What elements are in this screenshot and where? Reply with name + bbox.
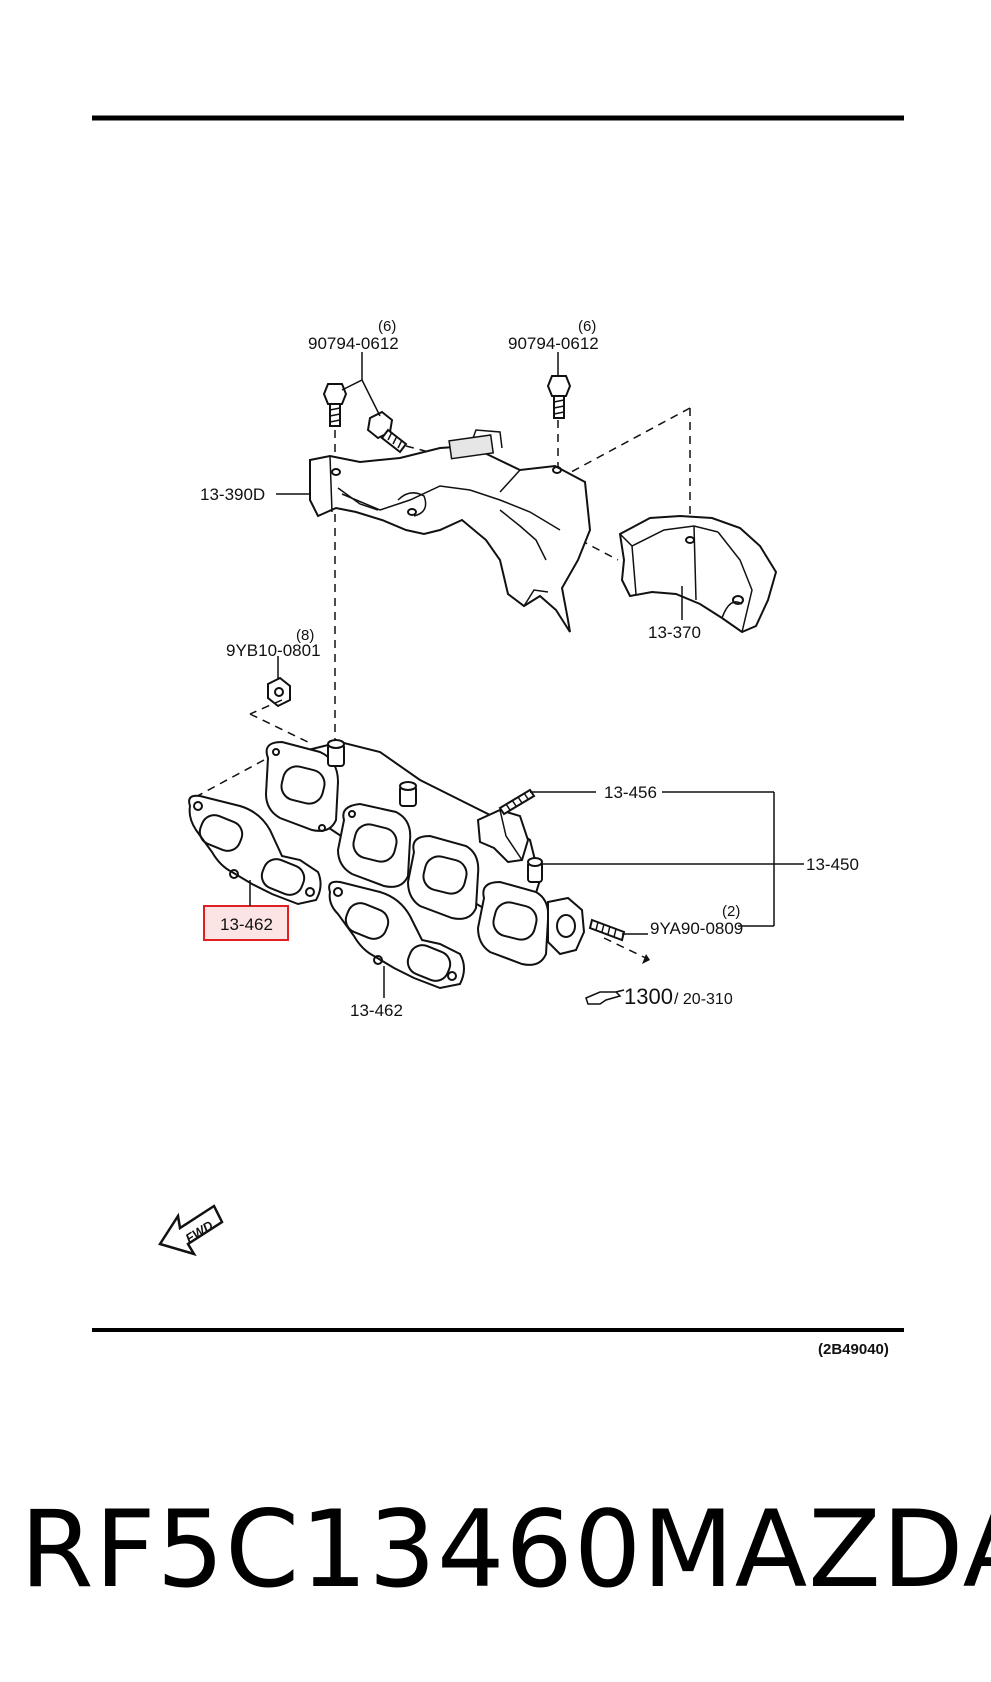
gasket-upper bbox=[188, 794, 322, 906]
heat-insulator-lower bbox=[618, 514, 778, 634]
stud-lower-part-number: 9YA90-0809 bbox=[650, 919, 743, 938]
bolt-left-vertical bbox=[322, 383, 348, 427]
gasket-lower-part-number: 13-462 bbox=[350, 1001, 403, 1020]
gasket-highlight-box[interactable] bbox=[203, 905, 289, 941]
fwd-arrow-icon: FWD bbox=[158, 1204, 224, 1257]
bolt-left-qty: (6) bbox=[378, 318, 396, 335]
footer-part-number: RF5C13460 bbox=[20, 1488, 643, 1611]
reference-page[interactable]: 1300 bbox=[624, 984, 673, 1009]
insulator-upper-part-number: 13-390D bbox=[200, 485, 265, 504]
bolt-left-angled bbox=[366, 410, 408, 454]
bolt-right-part-number: 90794-0612 bbox=[508, 334, 599, 353]
manifold-part-number: 13-450 bbox=[806, 855, 859, 874]
footer-brand: MAZDA bbox=[642, 1488, 991, 1611]
exhaust-manifold bbox=[264, 739, 586, 966]
stud-upper bbox=[498, 788, 536, 816]
gasket-highlight-part-number: 13-462 bbox=[220, 915, 273, 934]
stud-lower bbox=[588, 918, 626, 942]
nut-part-number: 9YB10-0801 bbox=[226, 641, 321, 660]
footer-title: RF5C13460 MAZDA bbox=[20, 1488, 991, 1611]
reference-pointer-icon bbox=[585, 989, 625, 1005]
nut bbox=[267, 676, 291, 708]
stud-upper-part-number: 13-456 bbox=[604, 783, 657, 802]
heat-insulator-upper bbox=[309, 429, 592, 633]
bolt-left-part-number: 90794-0612 bbox=[308, 334, 399, 353]
gasket-lower bbox=[328, 880, 465, 990]
insulator-lower-part-number: 13-370 bbox=[648, 623, 701, 642]
figure-code: (2B49040) bbox=[818, 1341, 889, 1358]
nut-qty: (8) bbox=[296, 627, 314, 644]
bolt-right-vertical bbox=[546, 375, 572, 419]
stud-lower-qty: (2) bbox=[722, 903, 740, 920]
reference-section[interactable]: / 20-310 bbox=[674, 991, 733, 1008]
bolt-right-qty: (6) bbox=[578, 318, 596, 335]
